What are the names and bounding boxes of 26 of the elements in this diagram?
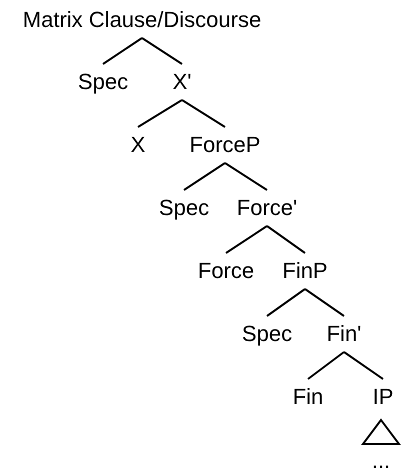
tree-label: Force' [236, 195, 298, 221]
tree-branch [225, 225, 268, 254]
tree-label: IP [372, 384, 394, 410]
tree-label: Force [198, 258, 254, 284]
tree-branch [224, 162, 268, 191]
tree-branch [141, 37, 183, 65]
tree-branch [266, 288, 306, 317]
tree-branch [343, 351, 384, 380]
tree-branch [266, 225, 306, 254]
tree-label: Matrix Clause/Discourse [22, 7, 262, 33]
tree-branch [307, 351, 345, 380]
tree-label: ... [372, 453, 390, 469]
tree-branch [102, 37, 143, 65]
tree-label: Spec [158, 195, 210, 221]
tree-branch [181, 99, 226, 128]
tree-label: Fin [292, 384, 324, 410]
tree-branch [183, 162, 226, 191]
tree-label: Spec [242, 321, 292, 347]
tree-branch [137, 99, 183, 128]
tree-label: X [130, 132, 146, 158]
tree-label: X' [172, 69, 192, 95]
tree-label: ForceP [190, 132, 260, 158]
tree-label: FinP [282, 258, 328, 284]
tree-branch [304, 288, 345, 317]
tree-label: Spec [78, 69, 128, 95]
tree-label: Fin' [326, 321, 362, 347]
